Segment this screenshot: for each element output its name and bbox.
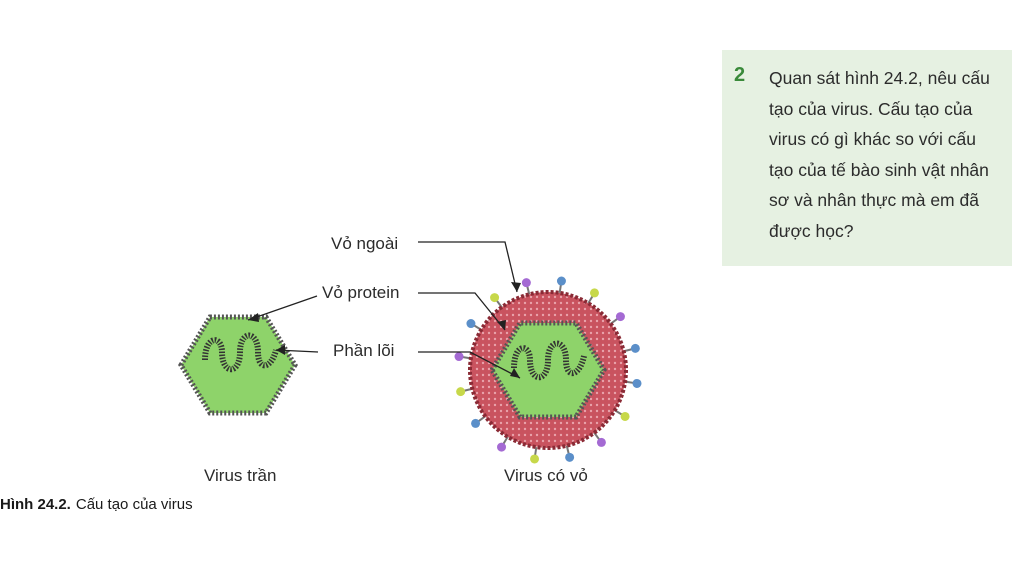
spike-head [589, 288, 599, 298]
spike-head [497, 442, 507, 452]
spike-head [466, 319, 476, 329]
figure-number: Hình 24.2. [0, 496, 71, 513]
spike-head [620, 411, 630, 421]
spike-head [454, 352, 464, 362]
envelope-spikes [454, 276, 642, 464]
spike-head [615, 312, 625, 322]
enveloped-virus-caption: Virus có vỏ [504, 466, 588, 485]
label-protein-capsid: Vỏ protein [322, 283, 400, 302]
spike-head [596, 437, 606, 447]
spike-head [630, 343, 640, 353]
naked-virus [178, 314, 298, 416]
label-outer-envelope: Vỏ ngoài [331, 234, 399, 253]
leader-lines [247, 241, 521, 379]
spike-head [490, 293, 500, 303]
spike-head [456, 387, 466, 397]
spike-head [471, 418, 481, 428]
spike-head [556, 276, 566, 286]
spike-head [530, 454, 540, 464]
spike-head [521, 278, 531, 288]
spike-head [565, 452, 575, 462]
enveloped-virus [454, 276, 642, 464]
question-text: Quan sát hình 24.2, nêu cấu tạo của viru… [769, 68, 990, 241]
label-core: Phần lõi [333, 341, 395, 360]
question-number: 2 [734, 64, 746, 86]
question-box: 2 Quan sát hình 24.2, nêu cấu tạo của vi… [722, 50, 1012, 266]
naked-virus-caption: Virus trần [204, 466, 277, 485]
figure-caption-text: Cấu tạo của virus [75, 496, 193, 513]
figure-caption: Hình 24.2.Cấu tạo của virus [0, 496, 193, 513]
spike-head [632, 378, 642, 388]
